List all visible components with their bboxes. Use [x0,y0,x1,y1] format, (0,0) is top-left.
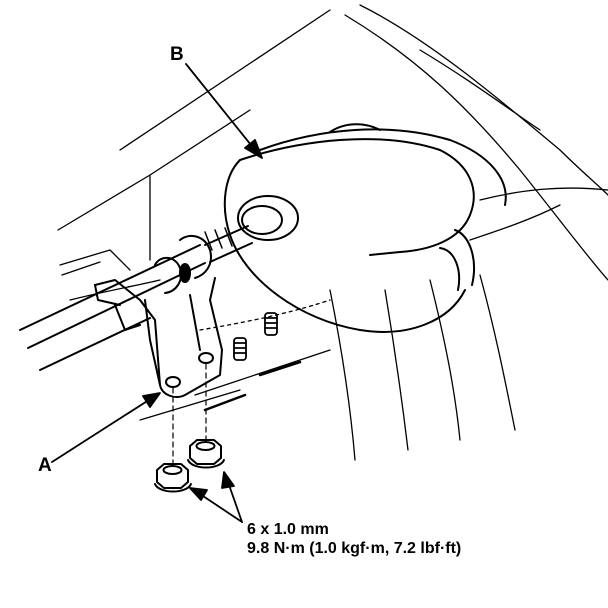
callout-a-label: A [38,455,52,476]
stud-axis-line [172,363,207,466]
mounting-bracket [94,277,223,398]
callout-b-label: B [170,44,184,65]
torque-spec: 9.8 N·m (1.0 kgf·m, 7.2 lbf·ft) [247,540,462,557]
flange-nut [154,439,225,493]
cable-rod [19,225,253,371]
muffler-shell [223,123,507,333]
nut-size-spec: 6 x 1.0 mm [247,521,329,538]
leader-arrow [51,63,263,523]
body-panel-outline [57,4,608,461]
stud-bolt [233,312,278,361]
